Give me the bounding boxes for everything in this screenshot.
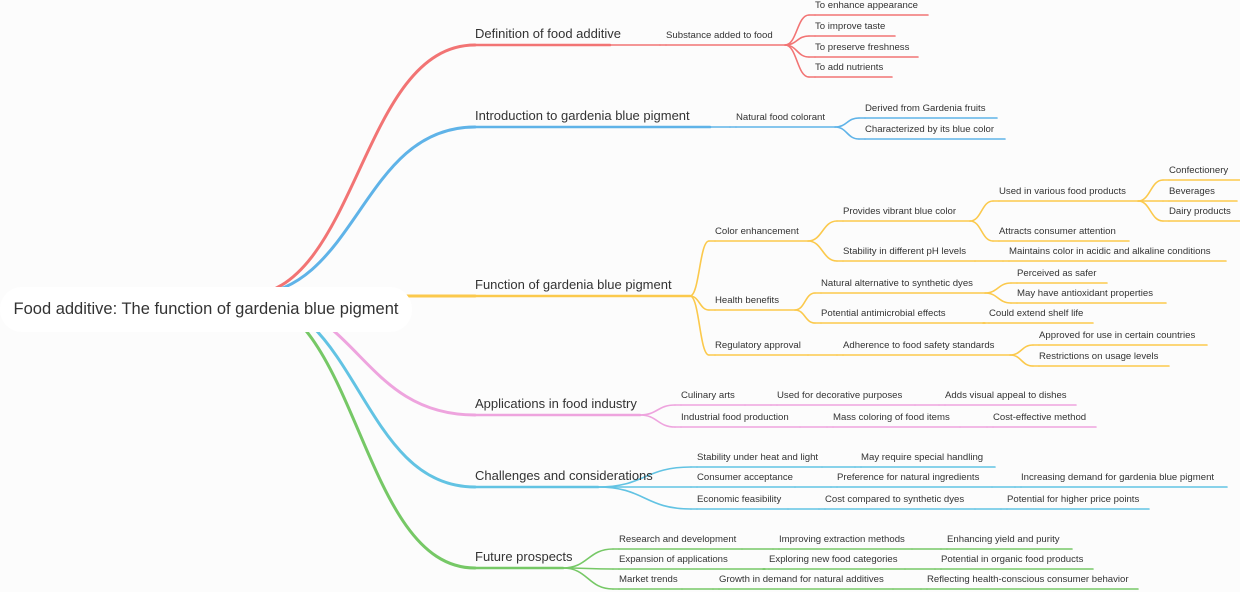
connector: [1137, 179, 1164, 202]
node-potential-in-organic-food-products[interactable]: Potential in organic food products: [941, 554, 1084, 566]
node-enhancing-yield-and-purity[interactable]: Enhancing yield and purity: [947, 534, 1060, 546]
connector: [784, 44, 810, 78]
node-growth-in-demand-for-natural-additives[interactable]: Growth in demand for natural additives: [719, 574, 884, 586]
connector: [969, 200, 994, 222]
node-perceived-as-safer[interactable]: Perceived as safer: [1017, 268, 1097, 280]
node-confectionery[interactable]: Confectionery: [1169, 165, 1229, 177]
node-used-for-decorative-purposes[interactable]: Used for decorative purposes: [777, 390, 903, 402]
node-natural-alternative-to-synthetic-dyes[interactable]: Natural alternative to synthetic dyes: [821, 278, 973, 290]
node-attracts-consumer-attention[interactable]: Attracts consumer attention: [999, 226, 1116, 238]
root-label: Food additive: The function of gardenia …: [13, 300, 399, 318]
connector: [984, 282, 1012, 294]
connector: [562, 567, 614, 590]
node-cost-effective-method[interactable]: Cost-effective method: [993, 412, 1087, 424]
node-research-and-development[interactable]: Research and development: [619, 534, 737, 546]
node-stability-under-heat-and-light[interactable]: Stability under heat and light: [697, 452, 819, 464]
node-maintains-color-in-acidic-and-alkaline-conditions[interactable]: Maintains color in acidic and alkaline c…: [1009, 246, 1211, 258]
connector: [807, 220, 838, 242]
node-adherence-to-food-safety-standards[interactable]: Adherence to food safety standards: [843, 340, 995, 352]
node-to-improve-taste[interactable]: To improve taste: [815, 21, 886, 33]
node-to-add-nutrients[interactable]: To add nutrients: [815, 62, 884, 74]
branch-node-introduction-to-gardenia-blue-pigment[interactable]: Introduction to gardenia blue pigment: [475, 108, 690, 123]
connector: [639, 404, 676, 416]
connector: [984, 292, 1012, 304]
node-characterized-by-its-blue-color[interactable]: Characterized by its blue color: [865, 124, 995, 136]
node-regulatory-approval[interactable]: Regulatory approval: [715, 340, 801, 352]
connector: [794, 292, 816, 311]
connector: [689, 295, 710, 356]
node-health-benefits[interactable]: Health benefits: [715, 295, 779, 307]
branch-connector: [241, 294, 477, 570]
connector: [834, 117, 860, 128]
connector: [639, 414, 676, 428]
node-economic-feasibility[interactable]: Economic feasibility: [697, 494, 782, 506]
node-potential-for-higher-price-points[interactable]: Potential for higher price points: [1007, 494, 1140, 506]
node-natural-food-colorant[interactable]: Natural food colorant: [736, 112, 826, 124]
branch-node-challenges-and-considerations[interactable]: Challenges and considerations: [475, 468, 653, 483]
node-stability-in-different-ph-levels[interactable]: Stability in different pH levels: [843, 246, 967, 258]
node-derived-from-gardenia-fruits[interactable]: Derived from Gardenia fruits: [865, 103, 986, 115]
branch-node-future-prospects[interactable]: Future prospects: [475, 549, 573, 564]
connector: [1137, 200, 1164, 222]
branch-node-applications-in-food-industry[interactable]: Applications in food industry: [475, 396, 637, 411]
node-potential-antimicrobial-effects[interactable]: Potential antimicrobial effects: [821, 308, 946, 320]
node-expansion-of-applications[interactable]: Expansion of applications: [619, 554, 728, 566]
connector: [969, 220, 994, 242]
node-adds-visual-appeal-to-dishes[interactable]: Adds visual appeal to dishes: [945, 390, 1067, 402]
node-used-in-various-food-products[interactable]: Used in various food products: [999, 186, 1126, 198]
branch-node-definition-of-food-additive[interactable]: Definition of food additive: [475, 26, 621, 41]
node-may-require-special-handling[interactable]: May require special handling: [861, 452, 984, 464]
node-could-extend-shelf-life[interactable]: Could extend shelf life: [989, 308, 1084, 320]
node-increasing-demand-for-gardenia-blue-pigment[interactable]: Increasing demand for gardenia blue pigm…: [1021, 472, 1215, 484]
node-consumer-acceptance[interactable]: Consumer acceptance: [697, 472, 793, 484]
connector: [807, 240, 838, 262]
node-color-enhancement[interactable]: Color enhancement: [715, 226, 799, 238]
node-restrictions-on-usage-levels[interactable]: Restrictions on usage levels: [1039, 351, 1159, 363]
branch-node-function-of-gardenia-blue-pigment[interactable]: Function of gardenia blue pigment: [475, 277, 672, 292]
node-exploring-new-food-categories[interactable]: Exploring new food categories: [769, 554, 898, 566]
node-preference-for-natural-ingredients[interactable]: Preference for natural ingredients: [837, 472, 980, 484]
connector: [794, 309, 816, 324]
connector: [597, 486, 692, 510]
node-substance-added-to-food[interactable]: Substance added to food: [666, 30, 773, 42]
node-mass-coloring-of-food-items[interactable]: Mass coloring of food items: [833, 412, 950, 424]
node-provides-vibrant-blue-color[interactable]: Provides vibrant blue color: [843, 206, 957, 218]
node-approved-for-use-in-certain-countries[interactable]: Approved for use in certain countries: [1039, 330, 1196, 342]
branch-connector: [241, 43, 477, 298]
node-may-have-antioxidant-properties[interactable]: May have antioxidant properties: [1017, 288, 1153, 300]
node-culinary-arts[interactable]: Culinary arts: [681, 390, 735, 402]
connector: [1009, 354, 1034, 367]
connector: [1009, 344, 1034, 356]
node-industrial-food-production[interactable]: Industrial food production: [681, 412, 789, 424]
node-beverages[interactable]: Beverages: [1169, 186, 1215, 198]
node-cost-compared-to-synthetic-dyes[interactable]: Cost compared to synthetic dyes: [825, 494, 965, 506]
node-to-enhance-appearance[interactable]: To enhance appearance: [815, 0, 918, 12]
node-market-trends[interactable]: Market trends: [619, 574, 678, 586]
node-improving-extraction-methods[interactable]: Improving extraction methods: [779, 534, 905, 546]
connector: [834, 126, 860, 140]
connector: [689, 240, 710, 297]
node-to-preserve-freshness[interactable]: To preserve freshness: [815, 42, 910, 54]
node-reflecting-health-conscious-consumer-behavior[interactable]: Reflecting health-conscious consumer beh…: [927, 574, 1129, 586]
root-node[interactable]: Food additive: The function of gardenia …: [0, 287, 412, 332]
branch-connector: [241, 125, 477, 298]
node-dairy-products[interactable]: Dairy products: [1169, 206, 1231, 218]
